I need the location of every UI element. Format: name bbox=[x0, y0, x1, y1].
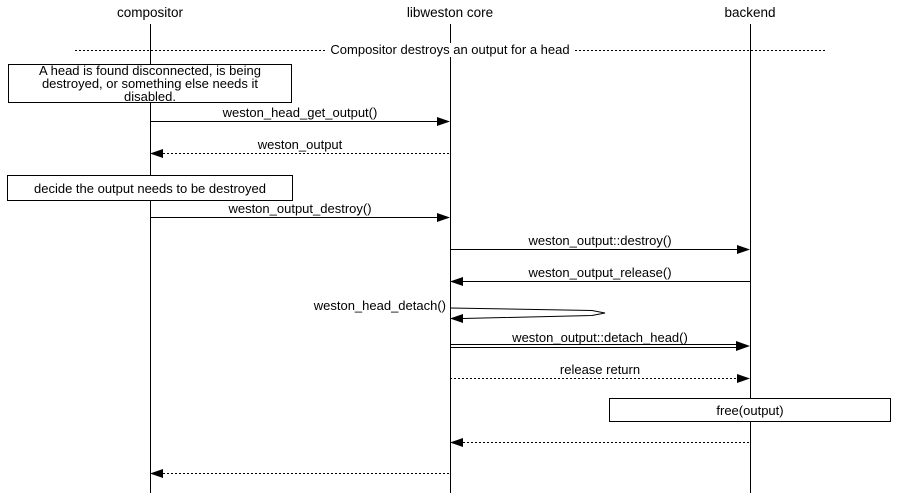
arrow-return-to-libweston bbox=[450, 438, 750, 447]
actor-label-backend: backend bbox=[724, 5, 776, 20]
arrow-weston-output-release bbox=[450, 277, 750, 286]
arrow-weston-output-detach-head bbox=[450, 341, 750, 351]
message-label-weston-output-release: weston_output_release() bbox=[528, 265, 672, 280]
message-label-weston-output: weston_output bbox=[257, 137, 343, 152]
message-label-weston-head-detach: weston_head_detach() bbox=[313, 298, 446, 313]
actor-label-compositor: compositor bbox=[116, 5, 184, 20]
message-label-weston-output-detach-head: weston_output::detach_head() bbox=[512, 330, 688, 345]
message-label-weston-output-destroy: weston_output_destroy() bbox=[228, 201, 372, 216]
divider-title: Compositor destroys an output for a head bbox=[326, 43, 574, 57]
arrow-weston-head-get-output bbox=[150, 117, 450, 126]
message-label-weston-output-coloncolon-destroy: weston_output::destroy() bbox=[528, 233, 672, 248]
arrow-weston-head-detach-self bbox=[449, 307, 606, 323]
arrow-weston-output-coloncolon-destroy bbox=[450, 245, 750, 254]
message-label-weston-head-get-output: weston_head_get_output() bbox=[222, 105, 378, 120]
arrow-weston-output-destroy bbox=[150, 213, 450, 222]
arrow-release-return bbox=[450, 374, 750, 383]
note-box-head-disconnected: A head is found disconnected, is being d… bbox=[8, 64, 292, 103]
actor-label-libweston-core: libweston core bbox=[406, 5, 494, 20]
note-box-decide-destroy: decide the output needs to be destroyed bbox=[7, 175, 293, 201]
message-label-release-return: release return bbox=[559, 362, 641, 377]
arrow-weston-output-return bbox=[150, 149, 450, 158]
note-box-free-output: free(output) bbox=[609, 398, 891, 422]
arrow-return-to-compositor bbox=[150, 469, 450, 478]
